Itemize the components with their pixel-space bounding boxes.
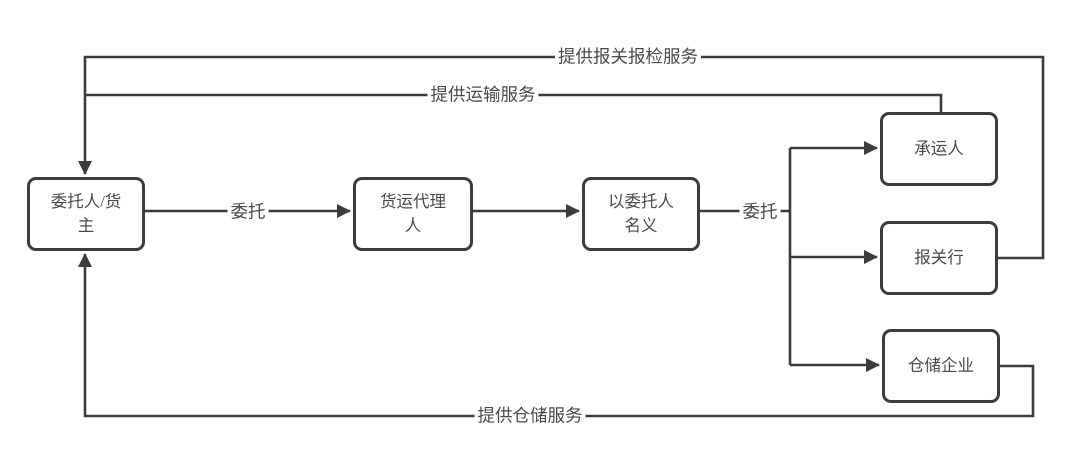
edge-warehouse-service-return bbox=[78, 253, 1035, 418]
node-warehouse-enterprise: 仓储企业 bbox=[882, 329, 1000, 403]
edge-label-entrust-left: 委托 bbox=[227, 201, 269, 223]
node-in-principal-name: 以委托人 名义 bbox=[582, 177, 700, 251]
edge-transport-service-return bbox=[85, 93, 943, 112]
node-consignor: 委托人/货 主 bbox=[27, 177, 145, 251]
edge-label-transport-service: 提供运输服务 bbox=[427, 84, 539, 106]
edge-label-customs-service: 提供报关报检服务 bbox=[555, 46, 701, 68]
edge-label-entrust-right: 委托 bbox=[739, 201, 781, 223]
node-customs-broker: 报关行 bbox=[880, 221, 998, 295]
edge-label-warehouse-service: 提供仓储服务 bbox=[474, 405, 586, 427]
node-carrier: 承运人 bbox=[880, 112, 998, 186]
node-freight-forwarder: 货运代理 人 bbox=[353, 177, 473, 251]
